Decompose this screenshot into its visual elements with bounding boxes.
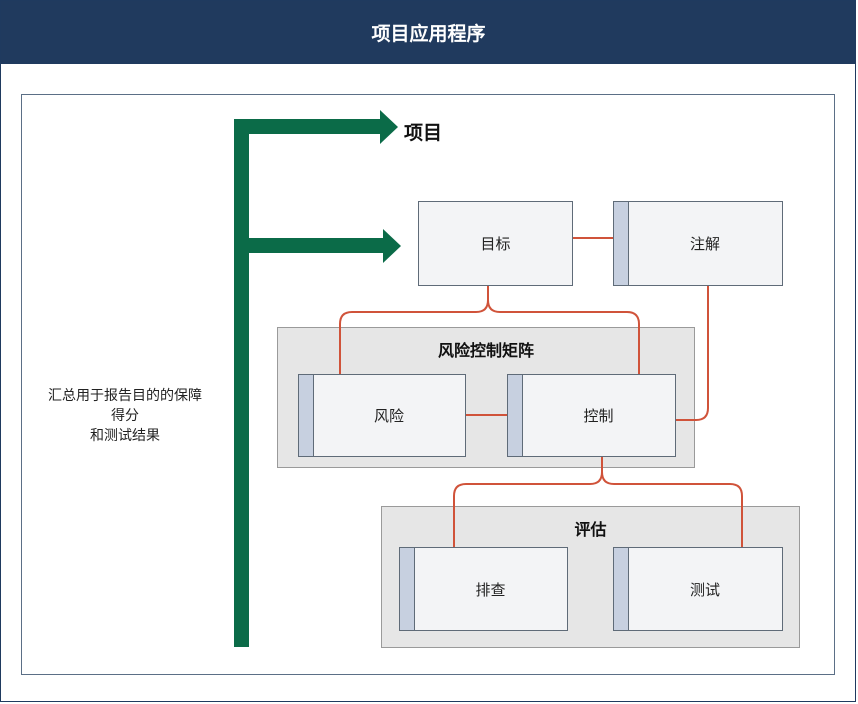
objective-box[interactable]: 目标 — [418, 201, 573, 286]
risk-box[interactable]: 风险 — [298, 374, 466, 457]
walkthrough-box[interactable]: 排查 — [399, 547, 568, 631]
summary-note-line-1: 汇总用于报告目的的保障 — [48, 388, 202, 404]
objective-label: 目标 — [480, 235, 511, 253]
spine-bar — [234, 119, 249, 647]
control-tab-strip — [508, 375, 523, 456]
testing-tab-strip — [614, 548, 629, 630]
notes-label: 注解 — [689, 235, 720, 253]
risk-control-matrix-title: 风险控制矩阵 — [437, 341, 534, 360]
summary-note-line-3: 和测试结果 — [90, 428, 160, 444]
line-objective-risk — [339, 286, 489, 374]
walkthrough-tab-strip — [400, 548, 415, 630]
relationship-lines — [339, 237, 743, 547]
walkthrough-label: 排查 — [475, 580, 506, 599]
line-control-testing — [601, 471, 743, 547]
control-box[interactable]: 控制 — [507, 374, 676, 457]
risk-label: 风险 — [373, 407, 404, 425]
notes-tab-strip — [614, 202, 629, 285]
line-objective-control — [487, 299, 640, 374]
line-notes-control — [676, 286, 709, 421]
control-label: 控制 — [583, 407, 614, 425]
page-title: 项目应用程序 — [1, 1, 856, 64]
line-control-walkthrough — [453, 457, 603, 547]
arrow-mid-shaft — [234, 238, 386, 253]
project-label: 项目 — [404, 122, 443, 144]
arrow-mid-head — [383, 229, 401, 263]
summary-note-line-2: 得分 — [111, 408, 139, 424]
testing-box[interactable]: 测试 — [613, 547, 783, 631]
notes-box[interactable]: 注解 — [613, 201, 783, 286]
testing-label: 测试 — [689, 580, 720, 599]
arrow-top-head — [380, 110, 398, 144]
risk-tab-strip — [299, 375, 314, 456]
assessment-title: 评估 — [574, 520, 607, 539]
arrow-top-shaft — [234, 119, 384, 134]
project-spine — [234, 110, 401, 647]
summary-note: 汇总用于报告目的的保障 得分 和测试结果 — [30, 386, 220, 446]
